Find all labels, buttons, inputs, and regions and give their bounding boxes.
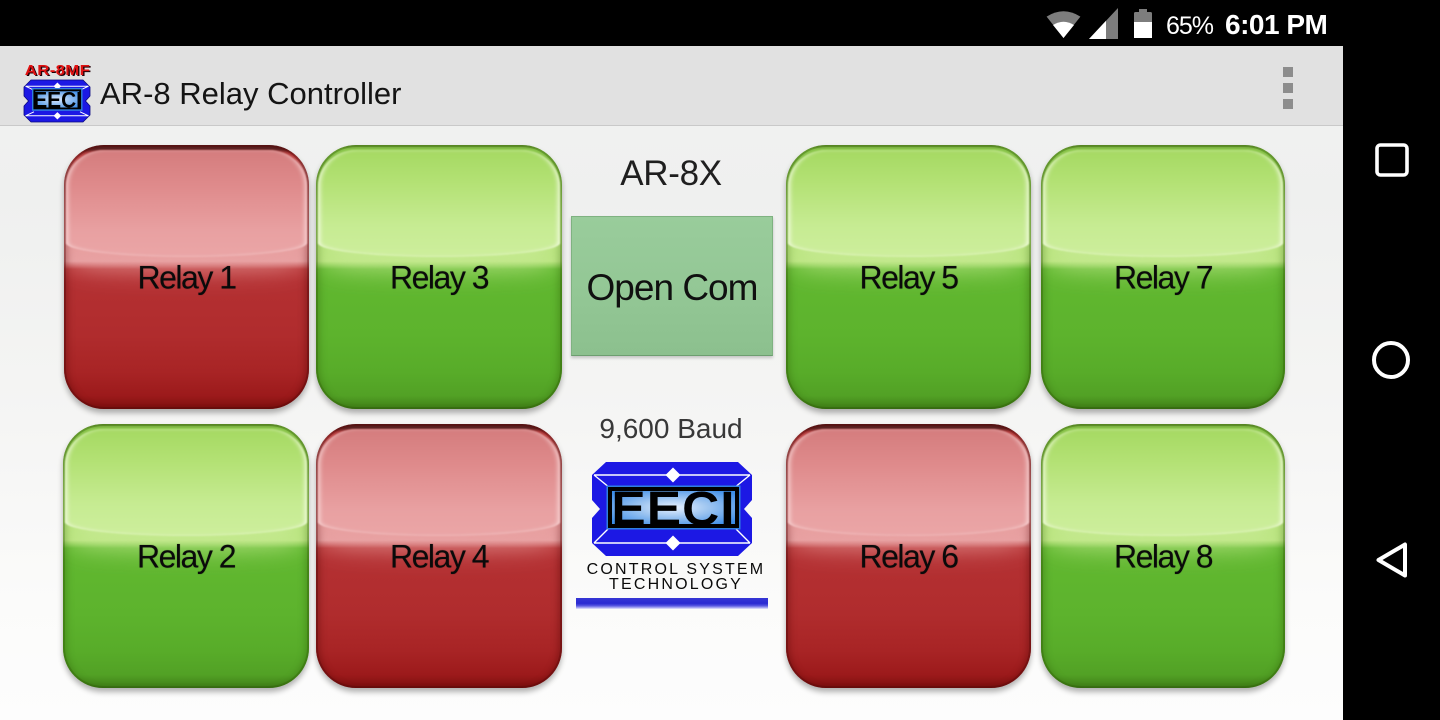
svg-text:EECI: EECI [611, 481, 735, 535]
svg-text:AR-8MF: AR-8MF [25, 63, 90, 79]
svg-text:AR-8MF: AR-8MF [26, 64, 91, 80]
svg-text:EECI: EECI [33, 88, 82, 113]
